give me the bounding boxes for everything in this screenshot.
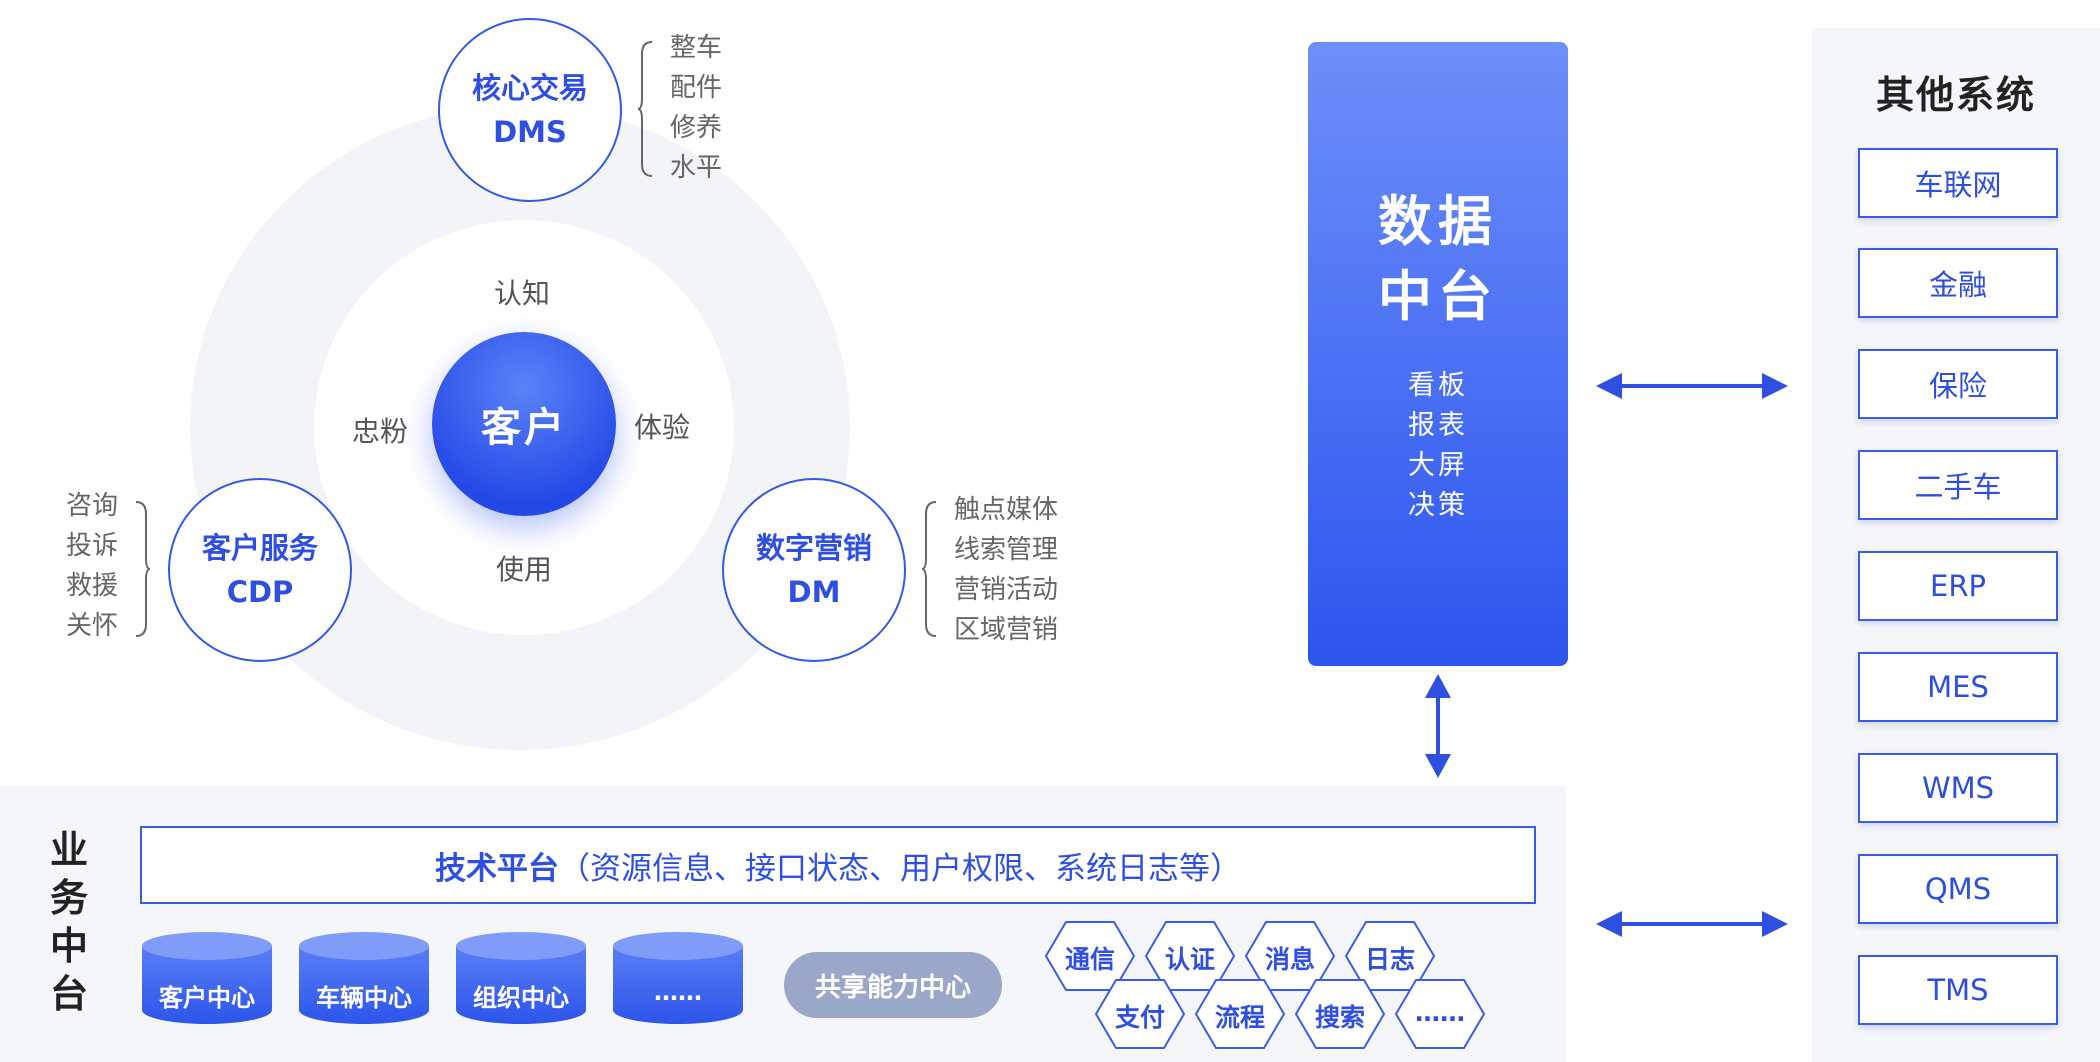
system-box: 二手车	[1858, 450, 2058, 520]
customer-core: 客户	[432, 332, 616, 516]
cylinder-icon	[613, 932, 743, 1024]
data-platform-title-line2: 中台	[1378, 265, 1498, 328]
cdp-items: 咨询 投诉 救援 关怀	[66, 486, 118, 646]
cdp-item: 关怀	[66, 611, 119, 641]
system-box: 金融	[1858, 248, 2058, 318]
dms-item: 水平	[670, 153, 723, 183]
data-systems-arrow	[1596, 373, 1788, 399]
capability-label: 认证	[1164, 945, 1215, 974]
brace-dm	[922, 500, 937, 638]
module-dms-code: DMS	[493, 115, 567, 149]
system-box: 保险	[1858, 349, 2058, 419]
business-systems-arrow	[1596, 911, 1788, 937]
business-title-char: 业	[49, 828, 88, 872]
center-label: 车辆中心	[316, 984, 412, 1012]
shared-capability-center: 共享能力中心	[784, 952, 1002, 1018]
other-systems-title: 其他系统	[1875, 73, 2036, 117]
business-title-char: 中	[49, 924, 88, 968]
capability-label: ……	[1415, 998, 1465, 1027]
dms-item: 整车	[670, 33, 723, 63]
capability-label: 搜索	[1314, 1003, 1365, 1032]
center-label: 客户中心	[159, 984, 255, 1012]
business-title-char: 务	[49, 876, 88, 920]
data-platform: 数据 中台 看板 报表 大屏 决策	[1308, 42, 1568, 666]
cdp-item: 救援	[66, 571, 119, 601]
capability-label: 通信	[1064, 945, 1115, 974]
hexagon-icon	[1194, 979, 1286, 1049]
module-dm-name: 数字营销	[755, 531, 872, 565]
ring-label-bottom: 使用	[496, 553, 553, 586]
ring-label-left: 忠粉	[352, 415, 409, 448]
vertical-double-arrow	[1425, 674, 1451, 778]
hexagon-icon	[1394, 979, 1486, 1049]
dm-item: 区域营销	[954, 615, 1059, 645]
system-box: 车联网	[1858, 148, 2058, 218]
system-box: QMS	[1858, 854, 2058, 924]
cylinder-icon	[456, 932, 586, 1024]
module-dms-name: 核心交易	[471, 71, 588, 105]
capability-label: 流程	[1214, 1003, 1265, 1032]
tech-platform-box: 技术平台（资源信息、接口状态、用户权限、系统日志等）	[140, 826, 1536, 904]
hexagon-icon	[1094, 979, 1186, 1049]
dms-items: 整车 配件 修养 水平	[670, 28, 722, 188]
data-platform-item: 大屏	[1408, 450, 1468, 481]
cylinder-icon	[299, 932, 429, 1024]
data-platform-items: 看板 报表 大屏 决策	[1308, 366, 1568, 526]
dms-item: 修养	[670, 113, 723, 143]
capability-label: 日志	[1364, 945, 1415, 974]
ring-label-right: 体验	[634, 411, 691, 444]
module-cdp-code: CDP	[226, 575, 294, 609]
data-platform-item: 决策	[1408, 490, 1468, 521]
capability-label: 支付	[1114, 1003, 1165, 1032]
data-platform-item: 看板	[1408, 370, 1468, 401]
business-title-char: 台	[49, 972, 88, 1016]
dms-item: 配件	[670, 73, 723, 103]
dm-items: 触点媒体 线索管理 营销活动 区域营销	[954, 490, 1058, 650]
module-cdp-name: 客户服务	[201, 531, 318, 565]
module-dms: 核心交易 DMS	[438, 18, 622, 202]
module-dm-code: DM	[787, 575, 841, 609]
ring-label-top: 认知	[494, 277, 551, 310]
data-platform-title: 数据 中台	[1308, 184, 1568, 334]
cdp-item: 投诉	[66, 531, 119, 561]
dm-item: 线索管理	[954, 535, 1059, 565]
system-box: ERP	[1858, 551, 2058, 621]
capability-label: 消息	[1264, 945, 1315, 974]
dm-item: 触点媒体	[954, 495, 1059, 525]
data-platform-item: 报表	[1408, 410, 1468, 441]
center-label: 组织中心	[473, 984, 569, 1012]
system-box: WMS	[1858, 753, 2058, 823]
system-box: TMS	[1858, 955, 2058, 1025]
tech-platform-detail: （资源信息、接口状态、用户权限、系统日志等）	[559, 850, 1241, 887]
cylinder-icon	[142, 932, 272, 1024]
system-box: MES	[1858, 652, 2058, 722]
data-platform-title-line1: 数据	[1378, 190, 1498, 253]
module-cdp: 客户服务 CDP	[168, 478, 352, 662]
cdp-item: 咨询	[66, 491, 119, 521]
business-platform-title: 业 务 中 台	[44, 826, 94, 1018]
module-dm: 数字营销 DM	[722, 478, 906, 662]
dm-item: 营销活动	[954, 575, 1059, 605]
tech-platform-label: 技术平台	[435, 850, 559, 887]
hexagon-icon	[1294, 979, 1386, 1049]
brace-dms	[638, 40, 653, 178]
center-label: ……	[654, 978, 702, 1006]
brace-cdp	[134, 500, 150, 638]
